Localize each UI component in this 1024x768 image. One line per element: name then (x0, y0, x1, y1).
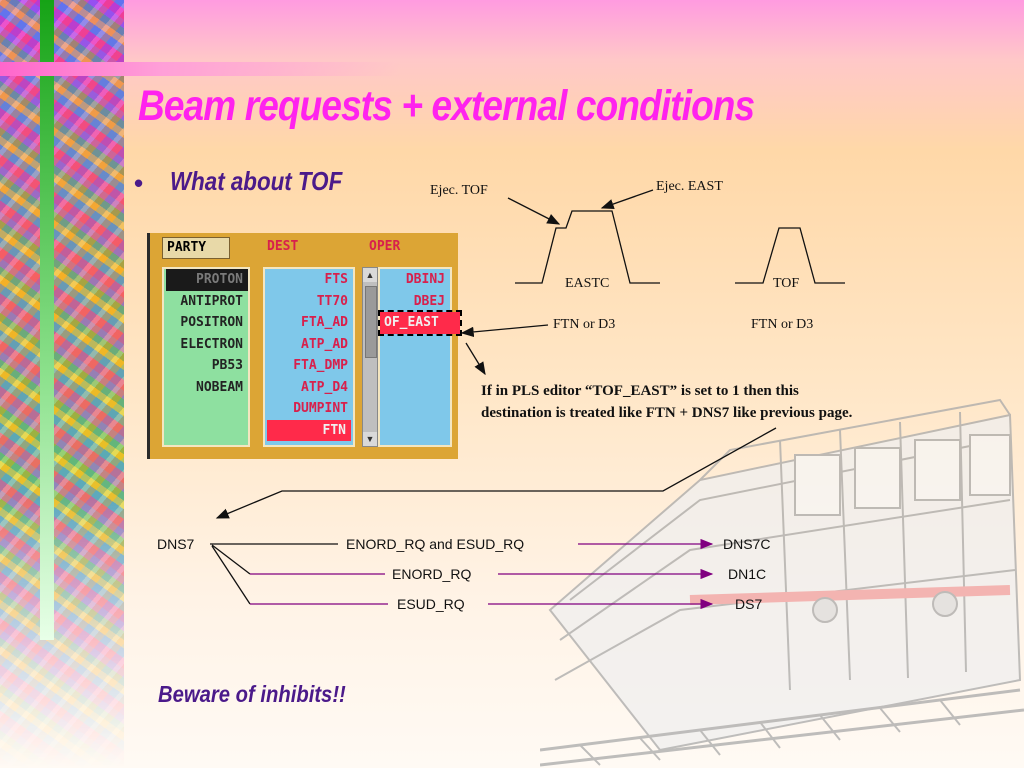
ftn-d3-left-label: FTN or D3 (553, 317, 616, 332)
dest-item[interactable]: FTN (267, 419, 351, 441)
oper-item-tof-east[interactable]: OF_EAST (378, 310, 462, 336)
dns-row1-target: DNS7C (723, 536, 771, 552)
note-pointer-arrow (465, 342, 486, 376)
slide-title: Beam requests + external conditions (138, 82, 755, 130)
train-illustration (540, 398, 1024, 767)
dest-item[interactable]: FTA_DMP (293, 358, 348, 373)
decorative-green-bar (40, 0, 54, 640)
dest-header: DEST (267, 239, 299, 254)
dns-row3-label: ESUD_RQ (397, 596, 465, 612)
dest-item[interactable]: DUMPINT (293, 401, 348, 416)
oper-list: DBINJ DBEJ OF_EAST (378, 267, 462, 447)
party-item[interactable]: PB53 (211, 358, 243, 373)
party-header: PARTY (162, 237, 230, 259)
dest-list: FTS TT70 FTA_AD ATP_AD FTA_DMP ATP_D4 DU… (263, 267, 355, 447)
tof-pulse (735, 227, 845, 284)
ejec-tof-arrow (507, 197, 561, 225)
dest-item[interactable]: FTA_AD (301, 315, 348, 330)
note-line-2: destination is treated like FTN + DNS7 l… (481, 405, 853, 421)
tof-east-note: If in PLS editor “TOF_EAST” is set to 1 … (481, 380, 852, 424)
party-item[interactable]: ANTIPROT (180, 293, 243, 309)
scroll-thumb[interactable] (365, 286, 377, 358)
note-line-1: If in PLS editor “TOF_EAST” is set to 1 … (481, 383, 799, 399)
oper-item[interactable]: DBEJ (413, 293, 445, 309)
dest-item[interactable]: ATP_AD (301, 336, 348, 352)
beware-text: Beware of inhibits!! (158, 681, 346, 707)
party-item[interactable]: NOBEAM (196, 379, 243, 395)
ejec-east-label: Ejec. EAST (656, 179, 723, 194)
return-arrow (215, 427, 777, 519)
party-item[interactable]: PROTON (166, 269, 248, 291)
oper-header: OPER (369, 239, 401, 254)
eastc-pulse (515, 210, 660, 284)
bullet-symbol: • (134, 168, 144, 198)
dest-item[interactable]: FTS (324, 272, 348, 287)
eastc-label: EASTC (565, 276, 610, 291)
decorative-pink-bar (0, 62, 400, 76)
decorative-side-strip (0, 0, 124, 768)
dns7-source-label: DNS7 (157, 536, 195, 552)
tof-label: TOF (773, 276, 800, 291)
bullet-text: What about TOF (170, 166, 343, 196)
dns-row3-target: DS7 (735, 596, 763, 612)
pls-editor-panel: PARTY DEST OPER PROTON ANTIPROT POSITRON… (147, 233, 462, 459)
scroll-down-icon[interactable]: ▼ (363, 432, 377, 446)
ejec-east-arrow (600, 189, 654, 210)
ftn-d3-right-label: FTN or D3 (751, 317, 814, 332)
party-item[interactable]: POSITRON (180, 315, 243, 330)
party-item[interactable]: ELECTRON (180, 336, 243, 352)
ejec-tof-label: Ejec. TOF (430, 183, 488, 198)
dest-item[interactable]: ATP_D4 (301, 379, 348, 395)
scroll-up-icon[interactable]: ▲ (363, 268, 377, 282)
party-list: PROTON ANTIPROT POSITRON ELECTRON PB53 N… (162, 267, 250, 447)
dns-row2-label: ENORD_RQ (392, 566, 472, 582)
oper-pointer-arrow (460, 324, 549, 338)
dns-row2-target: DN1C (728, 566, 767, 582)
oper-item[interactable]: DBINJ (405, 272, 445, 287)
dest-scrollbar[interactable]: ▲ ▼ (362, 267, 378, 447)
dns-row1-label: ENORD_RQ and ESUD_RQ (346, 536, 525, 552)
dest-item[interactable]: TT70 (316, 293, 348, 309)
